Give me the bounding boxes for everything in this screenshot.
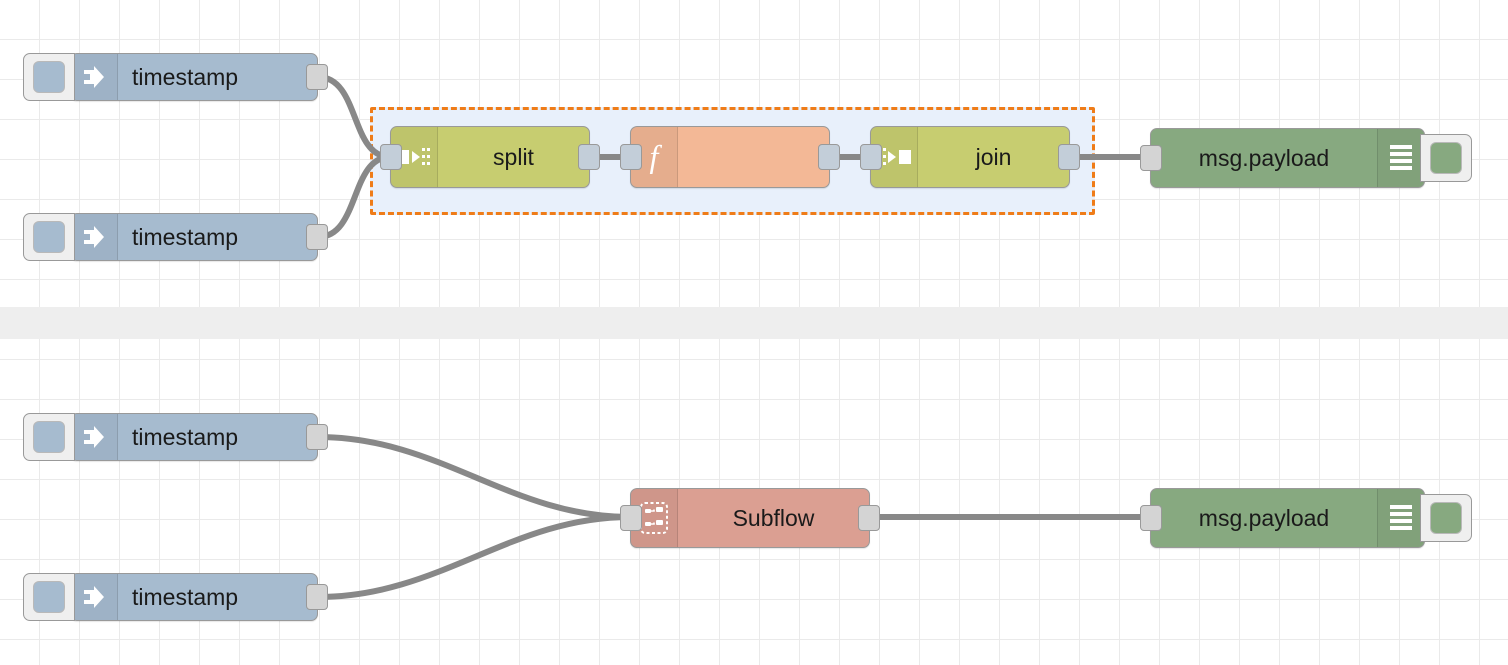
wire-inject4-subflow	[315, 514, 633, 600]
input-port[interactable]	[1140, 145, 1162, 171]
input-port[interactable]	[860, 144, 882, 170]
node-label: Subflow	[732, 504, 815, 531]
inject-arrow-icon	[71, 54, 118, 100]
debug-toggle-knob	[1430, 142, 1462, 174]
node-label: msg.payload	[1198, 144, 1330, 171]
node-function[interactable]: f	[620, 126, 840, 188]
output-port[interactable]	[858, 505, 880, 531]
inject-button-1[interactable]	[23, 53, 75, 101]
node-label: timestamp	[132, 223, 239, 250]
node-label: timestamp	[132, 583, 239, 610]
input-port[interactable]	[380, 144, 402, 170]
input-port[interactable]	[1140, 505, 1162, 531]
node-split[interactable]: split	[380, 126, 600, 188]
output-port[interactable]	[306, 424, 328, 450]
node-inject-timestamp-1[interactable]: timestamp	[23, 53, 328, 101]
node-subflow[interactable]: Subflow	[620, 488, 880, 548]
output-port[interactable]	[1058, 144, 1080, 170]
node-label: timestamp	[132, 423, 239, 450]
function-f-icon: f	[631, 127, 678, 187]
debug-toggle-button-1[interactable]	[1420, 134, 1472, 182]
wire-inject3-subflow	[315, 434, 633, 520]
node-label: join	[975, 143, 1012, 170]
inject-arrow-icon	[71, 214, 118, 260]
debug-lines-icon	[1377, 489, 1424, 547]
node-inject-timestamp-4[interactable]: timestamp	[23, 573, 328, 621]
output-port[interactable]	[306, 224, 328, 250]
output-port[interactable]	[306, 584, 328, 610]
node-label: split	[493, 143, 534, 170]
inject-button-4[interactable]	[23, 573, 75, 621]
inject-button-3[interactable]	[23, 413, 75, 461]
node-debug-2[interactable]: msg.payload	[1140, 488, 1472, 548]
node-join[interactable]: join	[860, 126, 1080, 188]
debug-toggle-knob	[1430, 502, 1462, 534]
output-port[interactable]	[306, 64, 328, 90]
node-label	[678, 127, 829, 187]
flow-separator	[0, 307, 1508, 339]
inject-button-knob	[33, 61, 65, 93]
debug-toggle-button-2[interactable]	[1420, 494, 1472, 542]
inject-button-knob	[33, 221, 65, 253]
inject-arrow-icon	[71, 414, 118, 460]
inject-button-2[interactable]	[23, 213, 75, 261]
inject-button-knob	[33, 581, 65, 613]
inject-button-knob	[33, 421, 65, 453]
input-port[interactable]	[620, 144, 642, 170]
node-debug-1[interactable]: msg.payload	[1140, 128, 1472, 188]
input-port[interactable]	[620, 505, 642, 531]
node-inject-timestamp-2[interactable]: timestamp	[23, 213, 328, 261]
node-inject-timestamp-3[interactable]: timestamp	[23, 413, 328, 461]
output-port[interactable]	[818, 144, 840, 170]
debug-lines-icon	[1377, 129, 1424, 187]
node-label: timestamp	[132, 63, 239, 90]
node-label: msg.payload	[1198, 504, 1330, 531]
output-port[interactable]	[578, 144, 600, 170]
inject-arrow-icon	[71, 574, 118, 620]
svg-text:f: f	[650, 140, 663, 174]
